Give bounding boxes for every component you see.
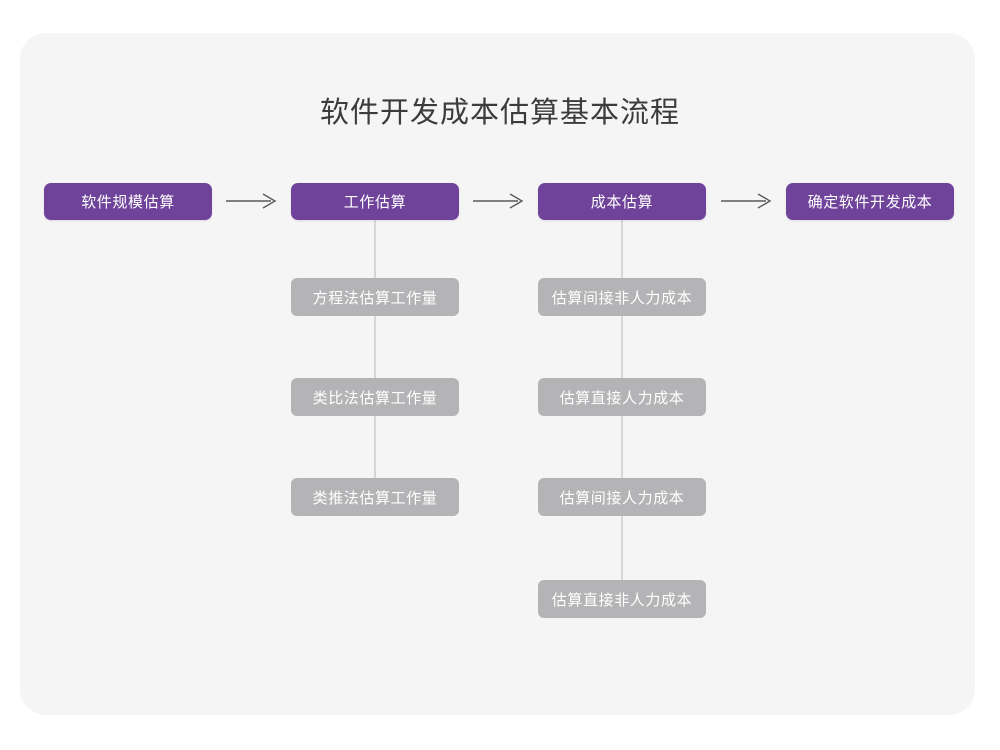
sub-node-col3-4[interactable]: 估算直接非人力成本 xyxy=(538,580,706,618)
sub-node-col2-3[interactable]: 类推法估算工作量 xyxy=(291,478,459,516)
page-title: 软件开发成本估算基本流程 xyxy=(319,97,680,129)
diagram-card xyxy=(20,33,975,715)
sub-node-col2-1[interactable]: 方程法估算工作量 xyxy=(291,278,459,316)
stage-node-determine-cost[interactable]: 确定软件开发成本 xyxy=(786,183,954,220)
arrow-right-icon xyxy=(720,192,774,210)
sub-node-col3-1[interactable]: 估算间接非人力成本 xyxy=(538,278,706,316)
arrow-right-icon xyxy=(225,192,279,210)
stage-node-effort-estimation[interactable]: 工作估算 xyxy=(291,183,459,220)
arrow-right-icon xyxy=(472,192,526,210)
sub-node-col3-3[interactable]: 估算间接人力成本 xyxy=(538,478,706,516)
connector-line-col3-a xyxy=(621,220,623,278)
connector-line-col3-b xyxy=(621,316,623,378)
stage-node-cost-estimation[interactable]: 成本估算 xyxy=(538,183,706,220)
connector-line-col3-d xyxy=(621,516,623,580)
stage-node-software-scale-estimation[interactable]: 软件规模估算 xyxy=(44,183,212,220)
connector-line-col3-c xyxy=(621,416,623,478)
connector-line-col2-b xyxy=(374,316,376,378)
sub-node-col3-2[interactable]: 估算直接人力成本 xyxy=(538,378,706,416)
connector-line-col2-a xyxy=(374,220,376,278)
connector-line-col2-c xyxy=(374,416,376,478)
sub-node-col2-2[interactable]: 类比法估算工作量 xyxy=(291,378,459,416)
